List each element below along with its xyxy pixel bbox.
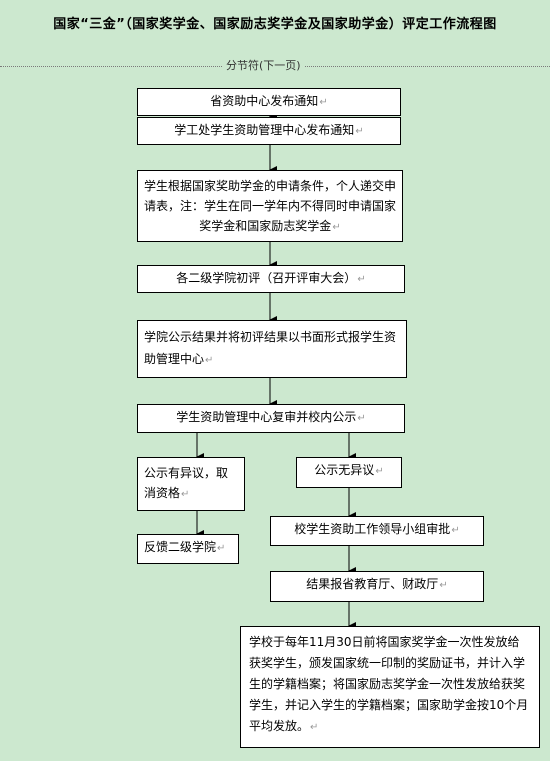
section-break-label: 分节符(下一页) bbox=[222, 57, 305, 73]
step-no-objection: 公示无异议↵ bbox=[296, 457, 402, 488]
step-college-review: 各二级学院初评（召开评审大会）↵ bbox=[137, 265, 405, 293]
step-disbursement: 学校于每年11月30日前将国家奖学金一次性发放给获奖学生，颁发国家统一印制的奖励… bbox=[240, 626, 540, 748]
page-title: 国家“三金”（国家奖学金、国家励志奖学金及国家助学金）评定工作流程图 bbox=[53, 17, 497, 32]
step-feedback-college: 反馈二级学院↵ bbox=[137, 534, 239, 564]
step-center-recheck: 学生资助管理中心复审并校内公示↵ bbox=[137, 404, 405, 433]
step-objection-cancel: 公示有异议，取消资格↵ bbox=[137, 457, 245, 511]
step-student-apply: 学生根据国家奖助学金的申请条件，个人递交申请表，注：学生在同一学年内不得同时申请… bbox=[137, 170, 403, 242]
step-province-notice: 省资助中心发布通知↵ bbox=[137, 88, 401, 116]
step-report-province: 结果报省教育厅、财政厅↵ bbox=[270, 571, 484, 602]
step-leading-group-approval: 校学生资助工作领导小组审批↵ bbox=[270, 516, 484, 546]
step-school-notice: 学工处学生资助管理中心发布通知↵ bbox=[137, 117, 401, 145]
step-college-publicity: 学院公示结果并将初评结果以书面形式报学生资助管理中心↵ bbox=[137, 320, 407, 378]
